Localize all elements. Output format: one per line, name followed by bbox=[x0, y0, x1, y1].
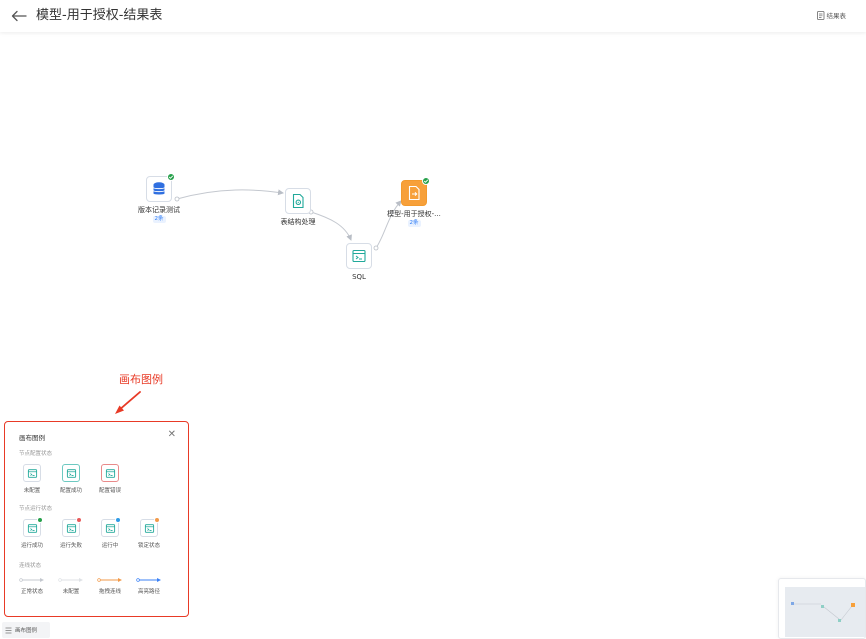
legend-item-line-unconfigured: 未配置 bbox=[51, 577, 91, 595]
node-count-badge: 2条 bbox=[152, 216, 166, 223]
page-title: 模型-用于授权-结果表 bbox=[36, 8, 163, 23]
normal-line-icon bbox=[19, 578, 44, 582]
node-label: 版本记录测试 bbox=[138, 206, 180, 214]
success-check-icon bbox=[167, 173, 175, 181]
top-header: 模型-用于授权-结果表 结果表 bbox=[0, 0, 866, 32]
node-count-badge: 2条 bbox=[407, 220, 421, 227]
legend-title: 画布图例 bbox=[19, 434, 45, 442]
highlight-line-icon bbox=[136, 578, 161, 582]
running-dot-icon bbox=[115, 517, 121, 523]
locked-dot-icon bbox=[154, 517, 160, 523]
minimap[interactable] bbox=[778, 578, 866, 639]
minimap-viewport[interactable] bbox=[785, 587, 865, 637]
sql-terminal-icon bbox=[105, 523, 115, 533]
node-label: SQL bbox=[352, 273, 366, 281]
legend-toggle-button[interactable]: 画布图例 bbox=[2, 622, 50, 638]
file-export-icon bbox=[408, 185, 420, 201]
legend-item-unconfigured: 未配置 bbox=[12, 464, 52, 494]
minimap-nodes bbox=[791, 602, 855, 622]
legend-item-config-error: 配置错误 bbox=[90, 464, 130, 494]
unconfigured-line-icon bbox=[58, 578, 83, 582]
flow-node-sql[interactable]: SQL bbox=[326, 243, 392, 282]
sql-terminal-icon bbox=[27, 523, 37, 533]
legend-item-run-failed: 运行失败 bbox=[51, 517, 91, 549]
legend-section-config: 节点配置状态 bbox=[19, 451, 53, 457]
legend-section-line: 连线状态 bbox=[19, 563, 42, 569]
sql-terminal-icon bbox=[27, 468, 37, 478]
flow-node-source[interactable]: 版本记录测试 2条 bbox=[126, 173, 192, 223]
result-table-label: 结果表 bbox=[826, 12, 847, 20]
canvas-legend-panel: 画布图例 ✕ 节点配置状态 未配置 配置成功 配置错误 节点运行状态 运行成功 … bbox=[4, 421, 189, 617]
result-table-button[interactable]: 结果表 bbox=[816, 10, 847, 20]
legend-item-line-normal: 正常状态 bbox=[12, 577, 52, 595]
legend-section-run: 节点运行状态 bbox=[19, 506, 53, 512]
legend-item-run-success: 运行成功 bbox=[12, 517, 52, 549]
node-label: 表结构处理 bbox=[280, 218, 316, 226]
legend-item-config-success: 配置成功 bbox=[51, 464, 91, 494]
annotation-arrow-icon bbox=[115, 391, 141, 414]
database-icon bbox=[153, 182, 165, 195]
drag-line-icon bbox=[97, 578, 122, 582]
sql-terminal-icon bbox=[66, 468, 76, 478]
sql-terminal-icon bbox=[352, 249, 366, 263]
legend-item-running: 运行中 bbox=[90, 517, 130, 549]
sql-terminal-icon bbox=[144, 523, 154, 533]
legend-icon bbox=[5, 627, 12, 633]
sql-terminal-icon bbox=[105, 468, 115, 478]
flow-node-output[interactable]: 模型-用于授权-... 2条 bbox=[380, 177, 448, 227]
node-label: 模型-用于授权-... bbox=[387, 210, 441, 218]
flow-node-structure[interactable]: 表结构处理 bbox=[265, 188, 331, 227]
document-icon bbox=[816, 10, 824, 20]
arrow-left-icon[interactable] bbox=[10, 7, 28, 25]
error-dot-icon bbox=[76, 517, 82, 523]
legend-item-line-highlight: 高亮路径 bbox=[129, 577, 169, 595]
sql-terminal-icon bbox=[66, 523, 76, 533]
annotation-text: 画布图例 bbox=[119, 373, 163, 386]
legend-item-line-drag: 拖拽连线 bbox=[90, 577, 130, 595]
success-dot-icon bbox=[37, 517, 43, 523]
file-settings-icon bbox=[292, 193, 304, 209]
legend-toggle-label: 画布图例 bbox=[15, 628, 38, 634]
legend-item-locked: 锁定状态 bbox=[129, 517, 169, 549]
success-check-icon bbox=[422, 177, 430, 185]
close-icon[interactable]: ✕ bbox=[167, 429, 176, 440]
